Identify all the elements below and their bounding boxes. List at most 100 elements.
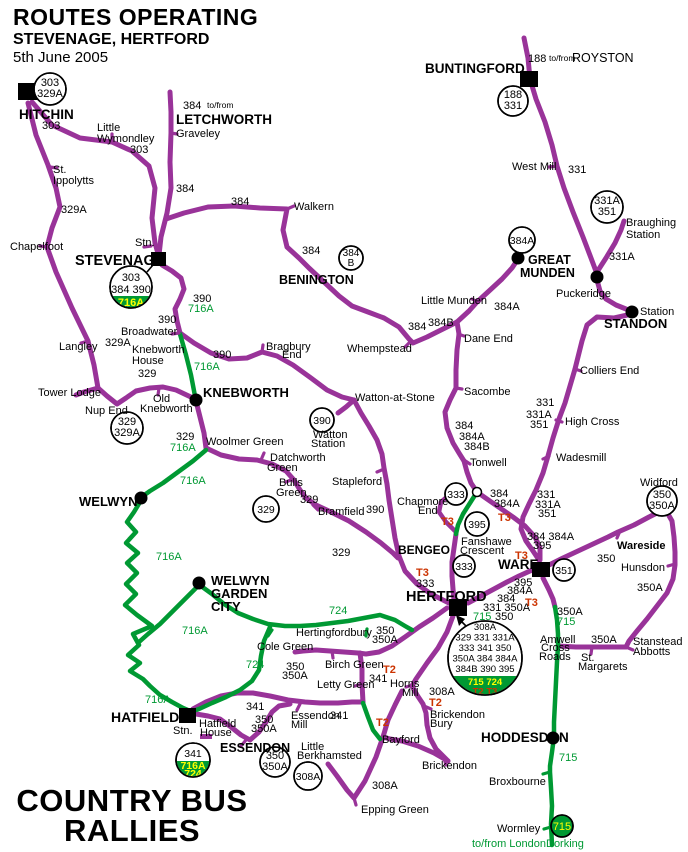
stop-tick-21 bbox=[311, 503, 320, 512]
label-384a: 384A bbox=[494, 498, 520, 510]
label-ippolytts: Ippolytts bbox=[53, 175, 94, 187]
stop-tick-13 bbox=[462, 458, 472, 466]
label-333: 333 bbox=[416, 578, 434, 590]
badge-text-t2-t3: T2 T3 bbox=[473, 687, 498, 698]
label-331a: 331A bbox=[535, 499, 561, 511]
label-crescent: Crescent bbox=[460, 545, 504, 557]
town-hoddesdon bbox=[546, 731, 560, 745]
label-395: 395 bbox=[514, 577, 532, 589]
label-384a: 384A bbox=[507, 585, 533, 597]
badge-ring-fanshawe-routes bbox=[464, 511, 490, 537]
label-395: 395 bbox=[533, 540, 551, 552]
label-knebworth: Knebworth bbox=[132, 344, 185, 356]
label-329: 329 bbox=[300, 494, 318, 506]
route-line-ware-amwell-link bbox=[540, 575, 558, 610]
label-to-from-london: to/from London bbox=[472, 838, 546, 850]
badge-ring-hertford-routes bbox=[447, 620, 523, 696]
label-station: Station bbox=[311, 438, 345, 450]
badge-text-350: 350 bbox=[653, 489, 671, 501]
label-stapleford: Stapleford bbox=[332, 476, 382, 488]
terminus-buntingford bbox=[520, 71, 538, 87]
label-384-384a: 384 384A bbox=[527, 531, 575, 543]
route-line-hatfield-essendon-south bbox=[193, 701, 293, 743]
label-t3: T3 bbox=[498, 512, 511, 524]
badge-text-724: 724 bbox=[184, 768, 202, 780]
route-badge-chapmore-end-routes: 333 bbox=[444, 482, 468, 506]
label-350a: 350A bbox=[251, 723, 277, 735]
label-384b: 384B bbox=[464, 441, 490, 453]
label-350a: 350A bbox=[557, 606, 583, 618]
badge-text-716a: 716A bbox=[118, 297, 144, 309]
route-line-great-munden-384a bbox=[454, 256, 521, 325]
stop-tick-22 bbox=[375, 467, 386, 474]
route-line-dane-end-tonwell bbox=[442, 319, 480, 495]
badge-text-329: 329 bbox=[118, 416, 136, 428]
label-mill: Mill bbox=[402, 687, 419, 699]
label-390: 390 bbox=[193, 293, 211, 305]
label-329a: 329A bbox=[61, 204, 87, 216]
stop-tick-10 bbox=[541, 454, 551, 461]
label-widford: Widford bbox=[640, 477, 678, 489]
label-350a: 350A bbox=[637, 582, 663, 594]
label-hertingfordbury: Hertingfordbury bbox=[296, 627, 372, 639]
label-langley: Langley bbox=[59, 341, 98, 353]
label-to-from: to/from bbox=[549, 53, 575, 63]
label-birch-green: Birch Green bbox=[325, 659, 384, 671]
terminus-hitchin bbox=[18, 83, 37, 100]
badge-text-351: 351 bbox=[598, 206, 616, 218]
label-st: St. bbox=[581, 652, 594, 664]
map-footer: COUNTRY BUS RALLIES bbox=[6, 785, 258, 849]
label-whempstead: Whempstead bbox=[347, 343, 412, 355]
badge-text-350a: 350A bbox=[649, 500, 675, 512]
route-line-letchworth-384 bbox=[156, 89, 174, 258]
label-knebworth: KNEBWORTH bbox=[203, 385, 289, 400]
stop-tick-31 bbox=[353, 682, 364, 688]
stop-tick-9 bbox=[554, 418, 564, 424]
badge-ring-widford-routes bbox=[646, 485, 678, 517]
label-house: House bbox=[132, 355, 164, 367]
label-essendon: ESSENDON bbox=[220, 741, 290, 755]
label-end: End bbox=[418, 505, 438, 517]
label-390: 390 bbox=[366, 504, 384, 516]
badge-text-303: 303 bbox=[122, 272, 140, 284]
label-wormley: Wormley bbox=[497, 823, 541, 835]
label-stevenage: STEVENAGE bbox=[75, 253, 165, 269]
label-384b: 384B bbox=[428, 317, 454, 329]
label-350: 350 bbox=[495, 611, 513, 623]
label-hitchin: HITCHIN bbox=[19, 107, 74, 122]
stop-tick-0 bbox=[48, 165, 59, 170]
label-715: 715 bbox=[557, 616, 575, 628]
label-329a: 329A bbox=[105, 337, 131, 349]
label-hunsdon: Hunsdon bbox=[621, 562, 665, 574]
label-wymondley: Wymondley bbox=[97, 133, 155, 145]
badge-text-329a: 329A bbox=[114, 427, 140, 439]
label-benington: BENINGTON bbox=[279, 273, 354, 287]
footer-line2: RALLIES bbox=[63, 813, 201, 849]
label-384a: 384A bbox=[494, 301, 520, 313]
label-dorking: Dorking bbox=[546, 838, 584, 850]
label-green: Green bbox=[276, 487, 307, 499]
label-sacombe: Sacombe bbox=[464, 386, 510, 398]
badge-ring-ware-routes bbox=[552, 558, 576, 582]
label-station: Station bbox=[626, 229, 660, 241]
badge-ring-great-munden-routes bbox=[508, 226, 536, 254]
hertford-circle-pointer-head bbox=[456, 615, 465, 626]
route-line-walkern-benington-whempstead bbox=[163, 203, 460, 346]
label-woolmer-green: Woolmer Green bbox=[206, 436, 283, 448]
label-letchworth: LETCHWORTH bbox=[176, 112, 272, 127]
label-standon: STANDON bbox=[604, 316, 667, 331]
label-350a: 350A bbox=[372, 634, 398, 646]
label-welwyn: WELWYN bbox=[79, 494, 138, 509]
label-331a: 331A bbox=[609, 251, 635, 263]
stop-tick-19 bbox=[259, 451, 266, 462]
stop-tick-16 bbox=[260, 343, 265, 354]
route-line-wgc-wiggle-link-716a bbox=[136, 585, 199, 645]
label-little: Little bbox=[301, 741, 324, 753]
label-brickendon: Brickendon bbox=[422, 760, 477, 772]
route-line-knebworth-woolmer bbox=[193, 398, 209, 451]
label-broadwater: Broadwater bbox=[121, 326, 178, 338]
